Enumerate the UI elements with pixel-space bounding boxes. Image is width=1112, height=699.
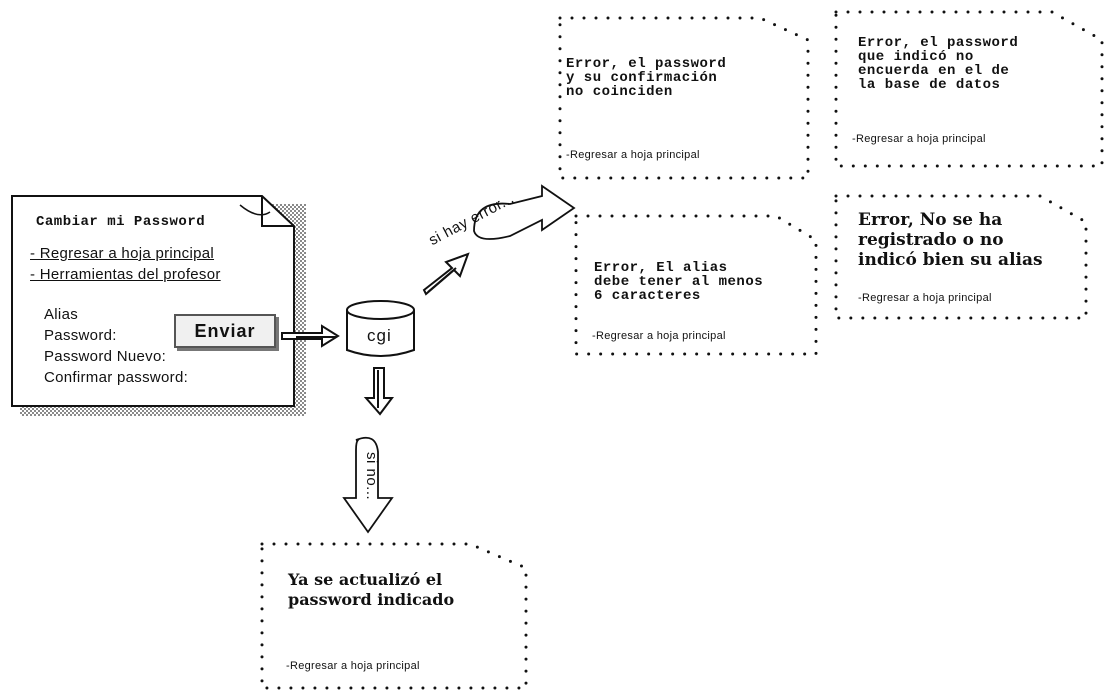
field-label-new-password: Password Nuevo: <box>44 348 167 365</box>
link-error-db[interactable]: -Regresar a hoja principal <box>852 133 986 145</box>
enviar-button[interactable]: Enviar <box>174 314 276 348</box>
field-label-confirm-password: Confirmar password: <box>44 369 189 386</box>
msg-error-mismatch: Error, el password y su confirmación no … <box>566 56 727 100</box>
else-branch-label: si no... <box>363 452 380 501</box>
link-error-alias-len[interactable]: -Regresar a hoja principal <box>592 330 726 342</box>
box-error-mismatch <box>558 16 810 180</box>
msg-error-alias-reg: Error, No se ha registrado o no indicó b… <box>858 210 1043 270</box>
arrow-to-cgi <box>281 324 340 348</box>
link-success[interactable]: -Regresar a hoja principal <box>286 660 420 672</box>
cgi-cylinder <box>346 300 415 357</box>
box-error-db <box>834 10 1104 168</box>
box-error-alias-len <box>574 214 818 356</box>
link-error-mismatch[interactable]: -Regresar a hoja principal <box>566 149 700 161</box>
else-block-arrow <box>342 436 394 534</box>
form-link-home[interactable]: - Regresar a hoja principal <box>30 245 215 262</box>
form-link-tools[interactable]: - Herramientas del profesor <box>30 266 221 283</box>
msg-error-db: Error, el password que indicó no encuerd… <box>858 35 1019 93</box>
form-title: Cambiar mi Password <box>36 214 206 230</box>
link-error-alias-reg[interactable]: -Regresar a hoja principal <box>858 292 992 304</box>
arrow-down <box>363 367 394 416</box>
msg-error-alias-len: Error, El alias debe tener al menos 6 ca… <box>594 260 764 304</box>
form-page <box>11 195 306 416</box>
arrow-to-error <box>422 252 470 296</box>
cgi-label: cgi <box>367 326 392 345</box>
field-label-password: Password: <box>44 327 117 344</box>
field-label-alias: Alias <box>44 306 79 323</box>
msg-success: Ya se actualizó el password indicado <box>288 570 455 609</box>
error-block-arrow <box>473 184 576 240</box>
box-error-alias-reg <box>834 194 1088 320</box>
